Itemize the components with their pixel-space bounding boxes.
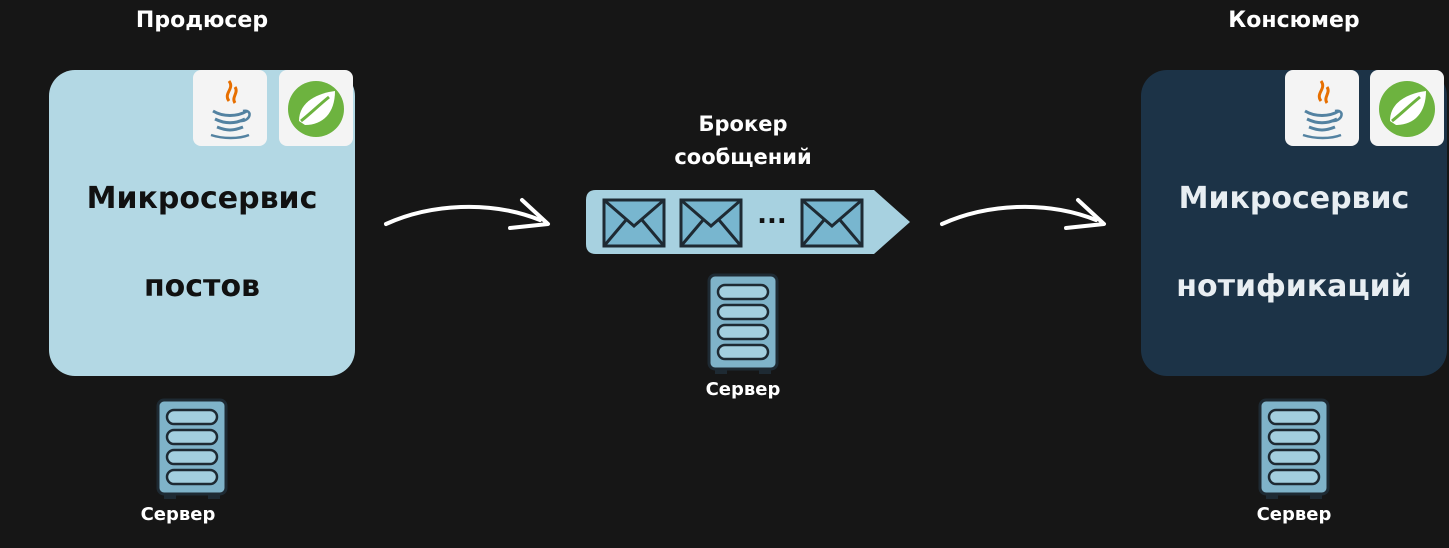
arrow-icon [940,198,1106,230]
producer-role-label: Продюсер [135,8,269,33]
envelope-icon [679,198,743,248]
queue-ellipsis: ... [757,200,787,230]
consumer-server-label: Сервер [1256,504,1332,525]
arrow-icon [384,198,550,230]
consumer-title-line2: нотификаций [1176,269,1412,304]
java-icon [1285,70,1359,146]
java-icon [193,70,267,146]
producer-title-line2: постов [143,269,261,304]
consumer-service-title: Микросервис нотификаций [1176,133,1411,353]
envelope-icon [800,198,864,248]
broker-server-label: Сервер [705,379,781,400]
consumer-title-line1: Микросервис [1178,181,1410,216]
producer-title-line1: Микросервис [86,181,318,216]
producer-server-label: Сервер [140,504,216,525]
consumer-role-label: Консюмер [1228,8,1360,33]
spring-icon [279,70,353,146]
producer-service-title: Микросервис постов [87,133,318,353]
broker-title-line1: Брокер [698,112,788,136]
broker-server-icon [707,273,779,374]
envelope-icon [602,198,666,248]
consumer-server-icon [1258,398,1330,499]
spring-icon [1370,70,1444,146]
broker-title-line2: сообщений [674,145,812,169]
broker-title: Брокер сообщений [643,108,843,174]
producer-server-icon [156,398,228,499]
